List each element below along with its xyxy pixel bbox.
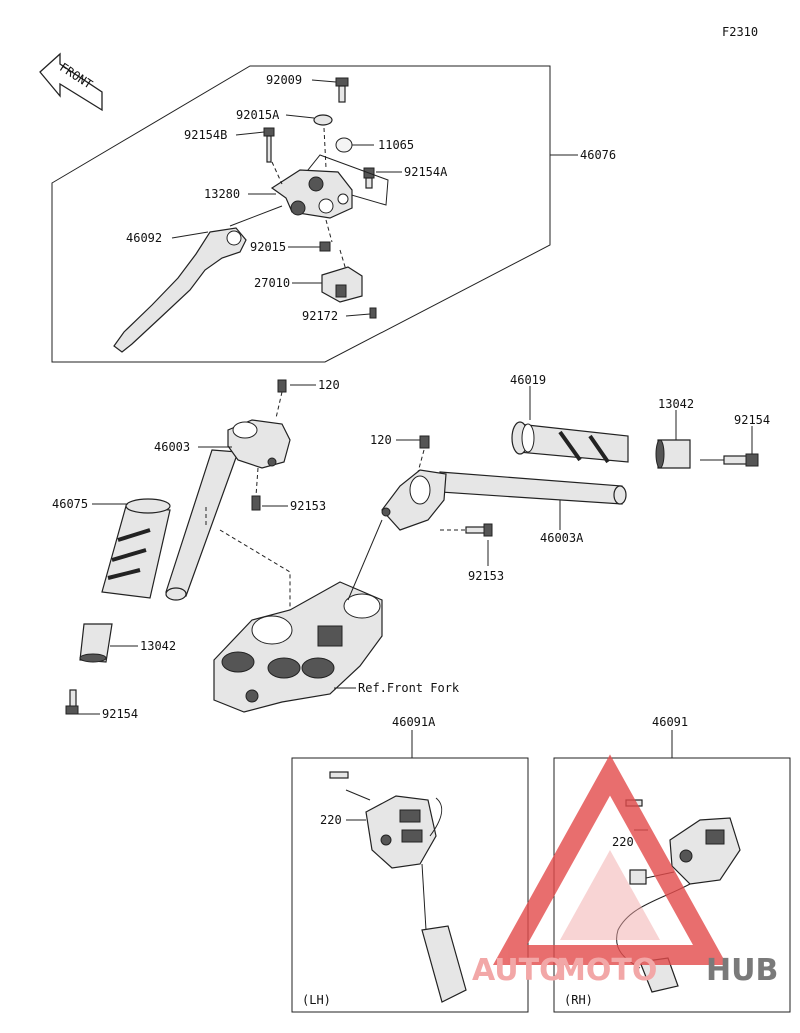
triple-clamp-icon	[213, 581, 383, 713]
label-92015a: 92015A	[236, 108, 280, 122]
watermark-moto: MOTO	[556, 953, 657, 988]
label-46003: 46003	[154, 440, 190, 454]
label-46092: 46092	[126, 231, 162, 245]
label-46091a: 46091A	[392, 715, 436, 729]
bolt-92154b-icon	[263, 127, 275, 163]
label-13042-left: 13042	[140, 639, 176, 653]
label-92009: 92009	[266, 73, 302, 87]
switch-lh-icon	[329, 771, 467, 1003]
nut-92015-icon	[319, 241, 331, 252]
label-92154-right: 92154	[734, 413, 770, 427]
label-120-right: 120	[370, 433, 392, 447]
cap-11065-icon	[335, 137, 353, 153]
label-92015: 92015	[250, 240, 286, 254]
label-46019: 46019	[510, 373, 546, 387]
label-92153-right: 92153	[468, 569, 504, 583]
lever-pivot	[226, 230, 242, 246]
label-box-rh: (RH)	[564, 993, 593, 1007]
weight-13042-right-icon	[655, 439, 691, 469]
screw-92172-icon	[369, 307, 377, 319]
label-92154a: 92154A	[404, 165, 448, 179]
label-box-lh: (LH)	[302, 993, 331, 1007]
dash-bolt-92153-left	[255, 467, 259, 497]
label-92153-left: 92153	[290, 499, 326, 513]
label-13280: 13280	[204, 187, 240, 201]
label-27010: 27010	[254, 276, 290, 290]
leader-220-lh-a	[345, 789, 371, 801]
bolt-92153-left-icon	[251, 495, 261, 511]
label-46075: 46075	[52, 497, 88, 511]
weight-13042-left-icon	[79, 623, 113, 663]
label-13042-right: 13042	[658, 397, 694, 411]
dash-bolt-120-left	[275, 391, 283, 419]
figure-code: F2310	[722, 25, 758, 39]
watermark-logo	[493, 754, 727, 965]
label-220-lh: 220	[320, 813, 342, 827]
handlebar-leaders	[78, 384, 753, 715]
dash-bar-to-clamp	[205, 505, 291, 612]
lever-leaders	[171, 79, 578, 317]
grip-46019-icon	[511, 421, 629, 464]
bolt-92153-right-icon	[465, 523, 493, 537]
lever-assembly-box	[51, 65, 551, 363]
label-46091: 46091	[652, 715, 688, 729]
leader-bar-clamp	[347, 519, 383, 601]
bolt-120-left-icon	[277, 379, 287, 393]
lh-switch-box	[291, 757, 529, 1013]
bolt-92154-right-icon	[723, 453, 759, 467]
label-46076: 46076	[580, 148, 616, 162]
label-ref-front-fork: Ref.Front Fork	[358, 681, 460, 695]
front-arrow-icon: FRONT	[39, 52, 103, 112]
dash-bolt-120-right	[417, 449, 425, 473]
label-92154-left: 92154	[102, 707, 138, 721]
lever-46092-icon	[113, 227, 247, 353]
handlebar-46003-icon	[165, 419, 291, 601]
leader-holder-lever	[229, 205, 283, 227]
bolt-120-right-icon	[419, 435, 430, 449]
label-46003a: 46003A	[540, 531, 584, 545]
label-220-rh: 220	[612, 835, 634, 849]
holder-13280-icon	[270, 169, 353, 219]
washer-92015a-icon	[313, 114, 333, 126]
bolt-92009-icon	[335, 77, 349, 103]
label-92154b: 92154B	[184, 128, 227, 142]
label-92172: 92172	[302, 309, 338, 323]
grip-46075-icon	[101, 498, 171, 599]
handlebar-46003a-icon	[381, 469, 627, 531]
bracket-27010-icon	[321, 266, 363, 303]
label-11065: 11065	[378, 138, 414, 152]
bolt-92154-left-icon	[65, 689, 79, 715]
screw-92154a-icon	[363, 167, 375, 189]
label-120-left: 120	[318, 378, 340, 392]
watermark-hub: HUB	[706, 953, 778, 988]
watermark-auto: AUTO	[472, 953, 565, 988]
